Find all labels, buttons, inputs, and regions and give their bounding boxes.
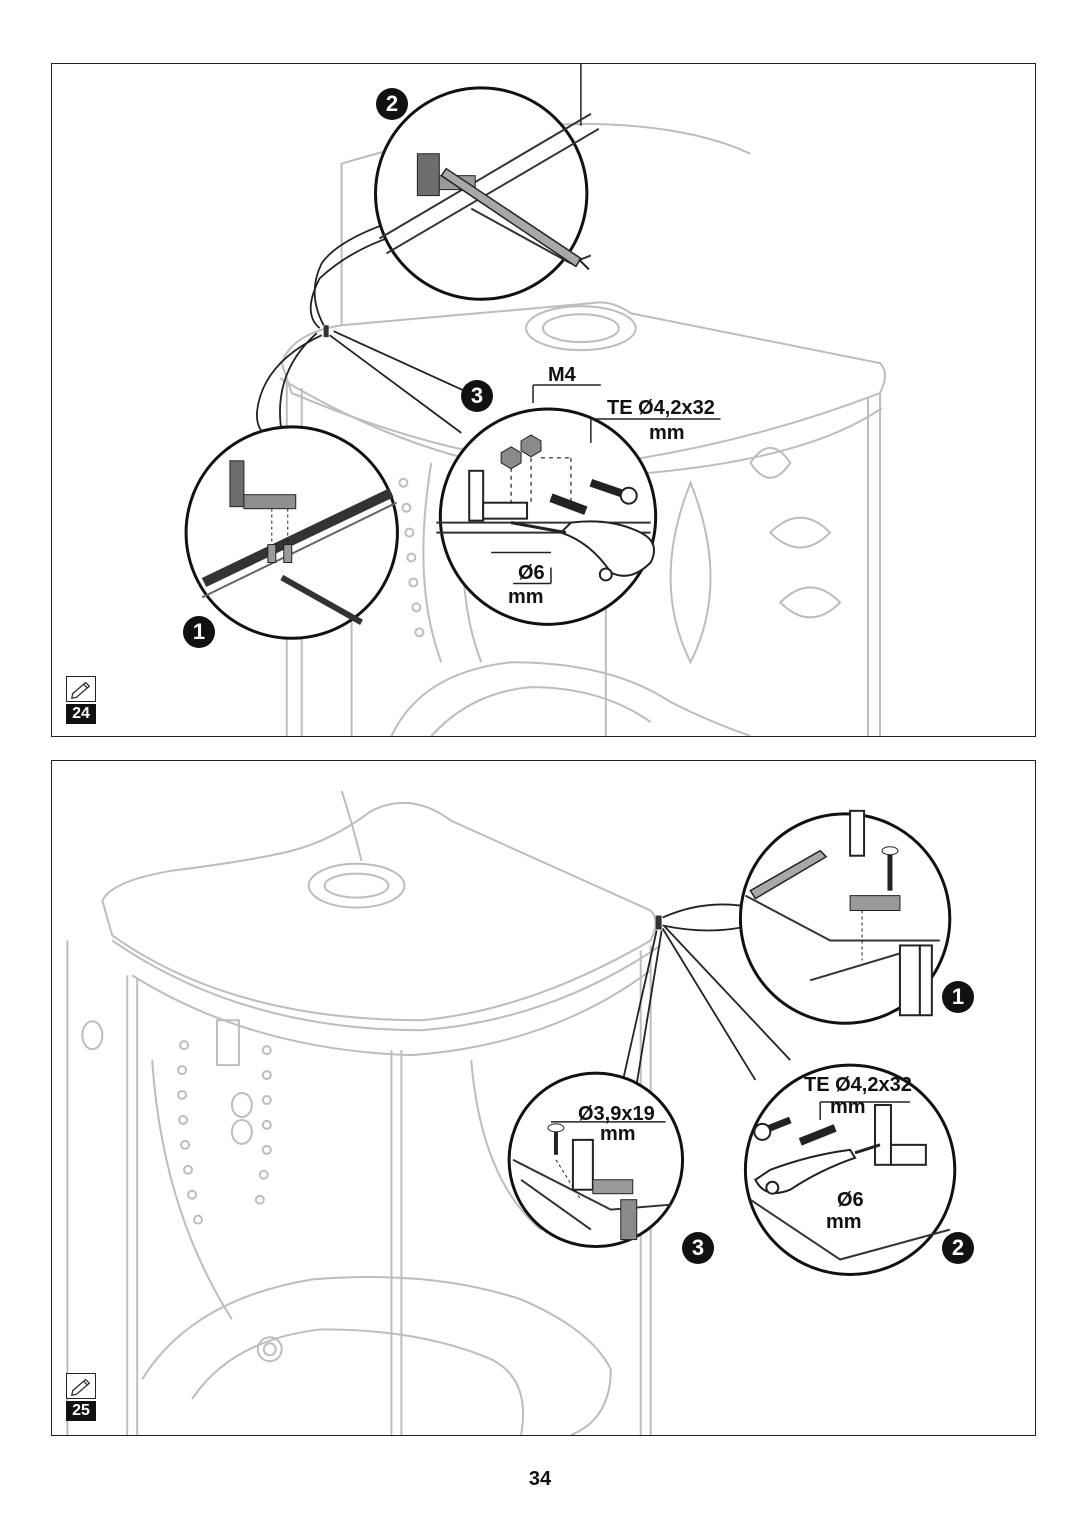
step-number: 24: [66, 704, 96, 724]
page-number: 34: [528, 1468, 552, 1490]
callout-3: 3: [682, 1232, 714, 1264]
small-screw-label: Ø3,9x19: [578, 1103, 655, 1125]
screw-unit-label: mm: [649, 422, 685, 444]
callout-2: 2: [376, 88, 408, 120]
instruction-panel-24: M4 TE Ø4,2x32 mm Ø6 mm 1 2 3 24: [51, 63, 1036, 737]
pencil-icon: [66, 1373, 96, 1399]
callout-2: 2: [942, 1232, 974, 1264]
pencil-icon: [66, 676, 96, 702]
drill-label: Ø6: [518, 562, 545, 584]
callout-1: 1: [942, 981, 974, 1013]
drill-unit-label: mm: [508, 586, 544, 608]
screw-unit-label: mm: [830, 1096, 866, 1118]
instruction-panel-25: Ø3,9x19 mm TE Ø4,2x32 mm Ø6 mm 1 2 3 25: [51, 760, 1036, 1436]
screw-label: TE Ø4,2x32: [804, 1074, 912, 1096]
callout-1: 1: [183, 616, 215, 648]
small-screw-unit-label: mm: [600, 1123, 636, 1145]
screw-label: TE Ø4,2x32: [607, 397, 715, 419]
callout-3: 3: [461, 380, 493, 412]
drill-label: Ø6: [837, 1189, 864, 1211]
nut-label: M4: [548, 364, 576, 386]
step-number: 25: [66, 1401, 96, 1421]
shower-cabin-illustration: [66, 790, 957, 1435]
shower-cabin-illustration: [184, 64, 886, 736]
drill-unit-label: mm: [826, 1211, 862, 1233]
